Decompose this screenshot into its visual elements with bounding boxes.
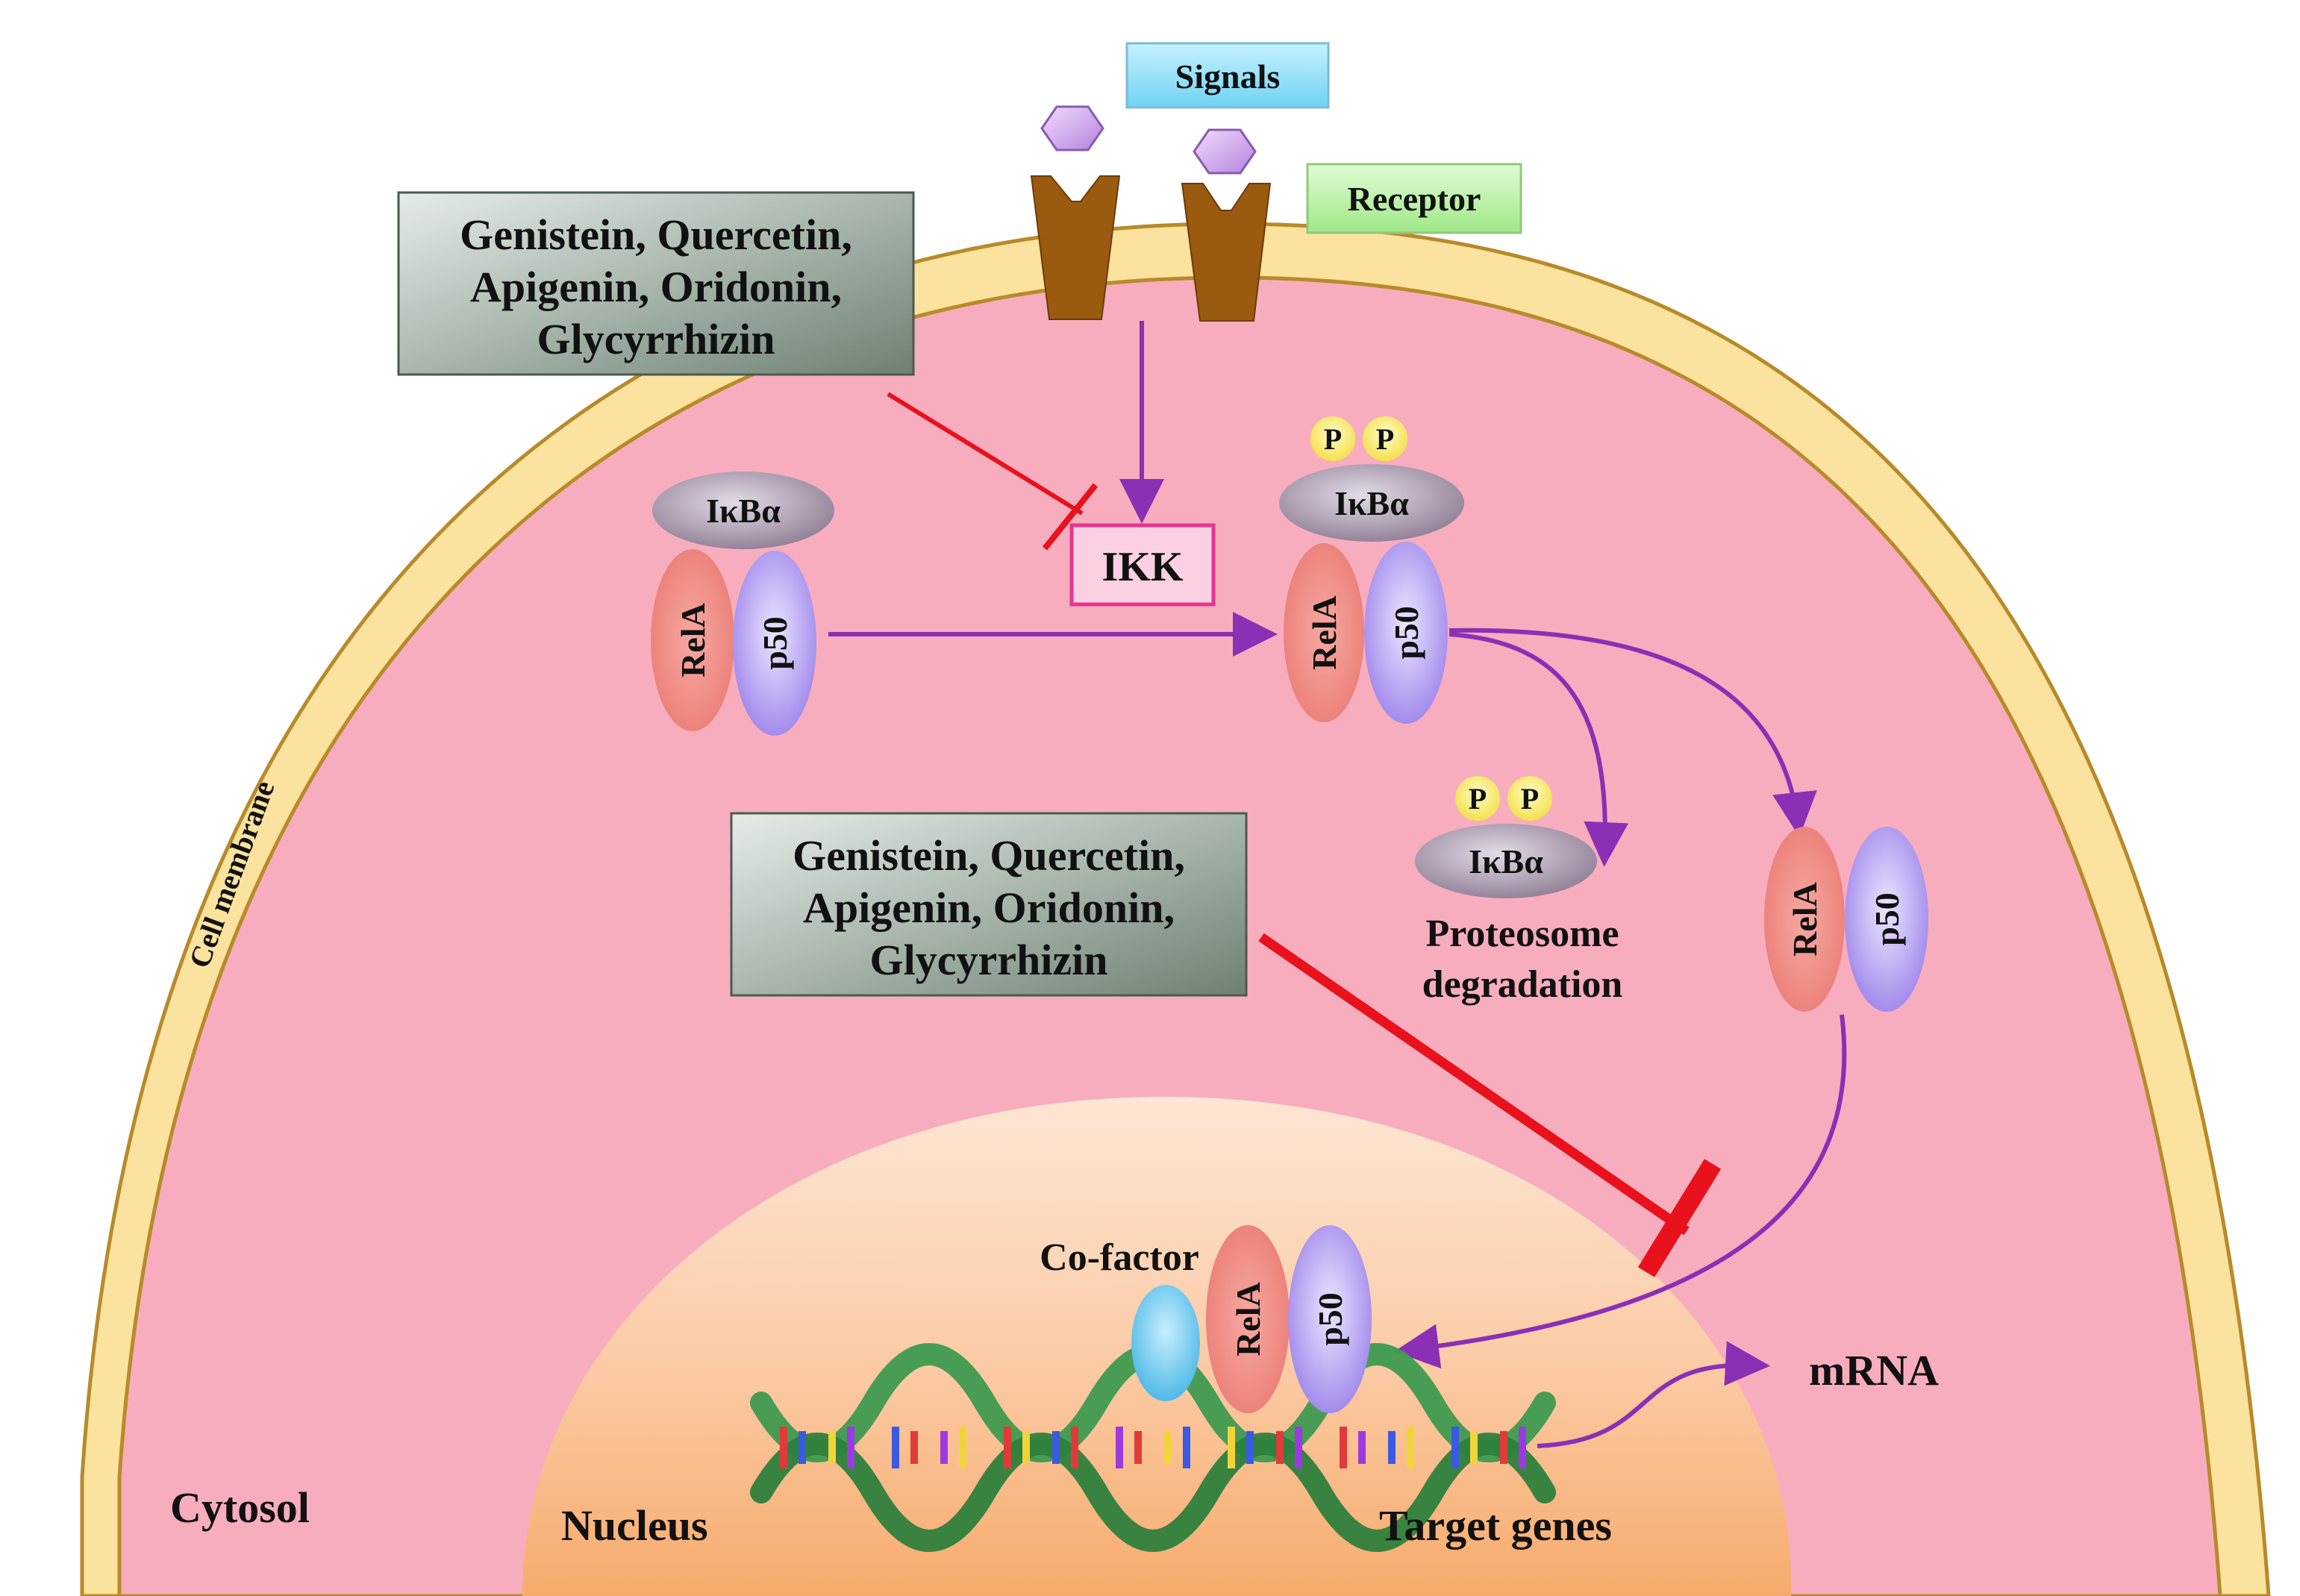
p50-label: p50	[1387, 606, 1425, 660]
phospho-group	[1310, 416, 1355, 461]
p50-label: p50	[756, 616, 794, 670]
rela-label: RelA	[1786, 882, 1824, 957]
nuclear-translocation-arrow	[1394, 1014, 1847, 1369]
dna-base-pairs	[780, 1427, 1526, 1468]
inhibitor-middle-line-3: Glycyrrhizin	[870, 936, 1108, 984]
phospho-label: P	[1324, 422, 1342, 456]
nfkb-complex-nuclear: RelA p50	[1131, 1225, 1372, 1413]
inhibit-translocation	[1258, 933, 1722, 1277]
receptor-right	[1181, 183, 1272, 322]
phospho-group	[1507, 776, 1552, 821]
phospho-label: P	[1469, 782, 1487, 816]
target-genes-label: Target genes	[1379, 1501, 1612, 1550]
ikba-label: IκBα	[706, 492, 781, 530]
ikba-label: IκBα	[1334, 484, 1409, 522]
ikk-label: IKK	[1102, 544, 1184, 590]
dna-strand	[750, 1433, 1556, 1552]
mrna-label: mRNA	[1809, 1346, 1939, 1395]
phospho-group	[1363, 416, 1407, 461]
ikba-label: IκBα	[1469, 842, 1543, 880]
rela-label: RelA	[1229, 1282, 1267, 1356]
rela-label: RelA	[1305, 595, 1343, 670]
ikba-subunit	[652, 472, 834, 549]
p50-subunit	[733, 551, 816, 736]
p50-subunit	[1288, 1225, 1372, 1413]
p50-label: p50	[1311, 1292, 1349, 1346]
receptor-left	[1030, 175, 1121, 320]
inhibitor-middle-line-1: Genistein, Quercetin,	[793, 831, 1185, 880]
ikk-box: IKK	[1069, 523, 1216, 607]
rela-label: RelA	[674, 603, 712, 677]
inhibitor-middle-line-2: Apigenin, Oridonin,	[803, 883, 1175, 932]
inhibitor-top-line-2: Apigenin, Oridonin,	[470, 263, 842, 311]
ikba-degraded: P P IκBα	[1415, 776, 1597, 898]
proteosome-label-line-1: Proteosome	[1426, 913, 1619, 955]
nfkb-complex-inactive: IκBα RelA p50	[651, 472, 834, 736]
rela-subunit	[651, 549, 734, 731]
phospho-group	[1455, 776, 1500, 821]
degradation-arrow	[1449, 632, 1629, 867]
inhibit-ikk	[887, 392, 1099, 551]
nfkb-complex-free: RelA p50	[1764, 827, 1928, 1012]
p50-label: p50	[1868, 892, 1906, 946]
rela-subunit	[1206, 1225, 1290, 1413]
ikba-subunit	[1279, 464, 1464, 542]
ikba-subunit	[1415, 824, 1597, 898]
signals-box: Signals	[1125, 42, 1330, 109]
inhibitor-box-top: Genistein, Quercetin, Apigenin, Oridonin…	[397, 191, 915, 376]
phospho-label: P	[1376, 422, 1394, 456]
ligand-right	[1193, 128, 1257, 175]
ligand-left	[1040, 105, 1104, 151]
release-arrow	[1449, 628, 1817, 837]
inhibitor-box-middle: Genistein, Quercetin, Apigenin, Oridonin…	[730, 812, 1248, 997]
inhibitor-top-line-1: Genistein, Quercetin,	[460, 210, 852, 259]
cytosol-label: Cytosol	[170, 1483, 310, 1532]
p50-subunit	[1845, 827, 1928, 1012]
rela-subunit	[1764, 827, 1845, 1012]
transcription-arrow	[1537, 1341, 1770, 1448]
nfkb-complex-phosphorylated: P P IκBα RelA p50	[1279, 416, 1464, 724]
inhibitor-top-line-3: Glycyrrhizin	[537, 315, 775, 363]
receptor-label: Receptor	[1348, 180, 1481, 218]
receptor-box: Receptor	[1306, 163, 1522, 234]
phospho-label: P	[1521, 782, 1539, 816]
nucleus-label: Nucleus	[561, 1501, 708, 1550]
p50-subunit	[1364, 542, 1448, 724]
signals-label: Signals	[1175, 57, 1281, 96]
cofactor-label: Co-factor	[1040, 1236, 1199, 1279]
cofactor-subunit	[1131, 1285, 1200, 1401]
rela-subunit	[1284, 543, 1364, 722]
proteosome-label-line-2: degradation	[1422, 963, 1623, 1006]
